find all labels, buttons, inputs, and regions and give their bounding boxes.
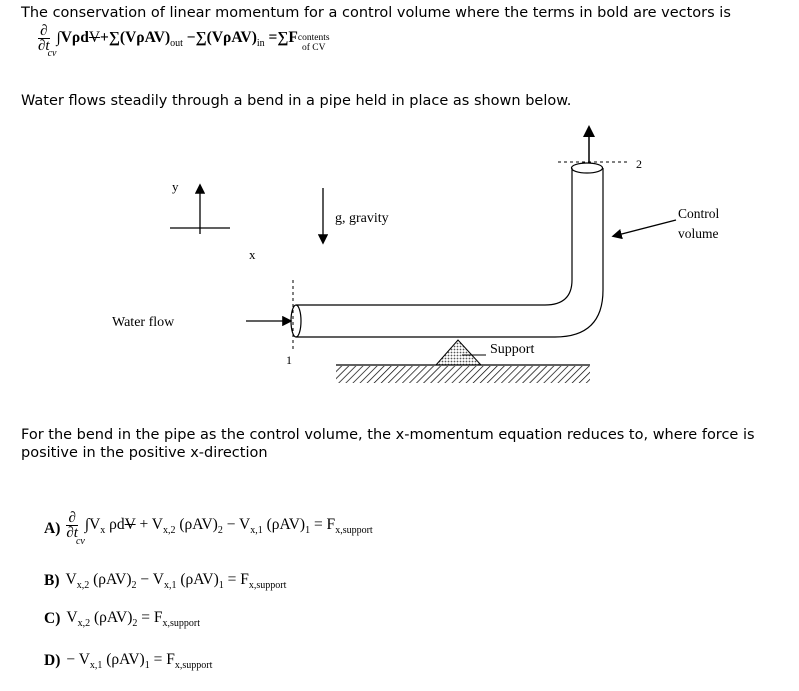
water-flow-label: Water flow: [112, 315, 175, 330]
option-b[interactable]: B) Vx,2 (ρAV)2 − Vx,1 (ρAV)1 = Fx,suppor…: [44, 570, 287, 592]
gravity-label: g, gravity: [335, 211, 389, 226]
control-volume-label-line1: Control: [678, 206, 720, 221]
setup-text: Water flows steadily through a bend in a…: [21, 93, 572, 109]
section-1-label: 1: [286, 353, 292, 367]
control-volume-arrow: [611, 219, 677, 240]
axis-y-label: y: [172, 179, 179, 194]
option-d[interactable]: D) − Vx,1 (ρAV)1 = Fx,support: [44, 650, 213, 672]
support-triangle: [434, 339, 483, 366]
question-text: For the bend in the pipe as the control …: [21, 427, 755, 461]
pipe: [290, 162, 604, 338]
section-2-label: 2: [636, 157, 642, 171]
coordinate-axes: [170, 183, 230, 234]
pipe-bend-diagram: y x g, gravity 1 2 Water flow Control vo…: [112, 125, 720, 383]
option-a[interactable]: A) ∂ ∂t cv∫Vx ρdV + Vx,2 (ρAV)2 − Vx,1 (…: [44, 510, 373, 547]
support-label: Support: [490, 342, 534, 357]
partial-derivative: ∂ ∂t: [38, 23, 50, 54]
option-c[interactable]: C) Vx,2 (ρAV)2 = Fx,support: [44, 608, 201, 630]
intro-text: The conservation of linear momentum for …: [21, 5, 731, 21]
axis-x-label: x: [249, 247, 256, 262]
momentum-equation: ∂ ∂t cv∫VρdV+∑(VρAV)out −∑(VρAV)in =∑Fco…: [38, 23, 330, 60]
ground-hatch: [336, 366, 590, 383]
control-volume-label-line2: volume: [678, 226, 719, 241]
